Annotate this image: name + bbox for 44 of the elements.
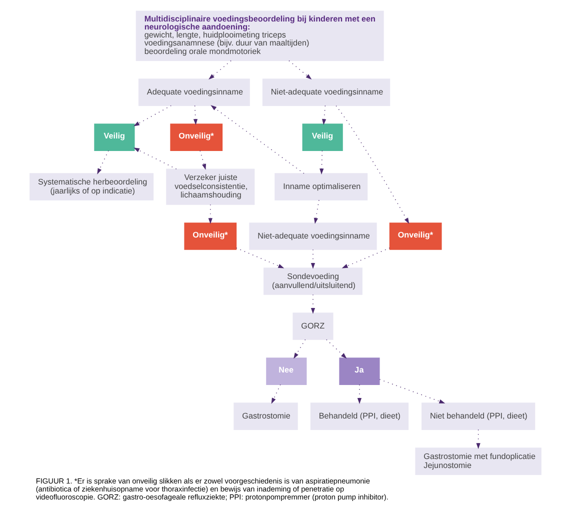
node-box: Gastrostomie <box>234 402 298 430</box>
node-box: Niet-adequate voedingsinname <box>262 78 390 106</box>
arrow <box>97 150 109 174</box>
node-box: Onveilig* <box>184 222 237 250</box>
arrow <box>294 339 306 359</box>
arrow <box>193 105 198 125</box>
arrow <box>271 384 281 404</box>
arrow <box>314 200 320 224</box>
arrow <box>326 339 347 359</box>
arrow <box>342 248 390 268</box>
node-box: Veilig <box>94 124 135 151</box>
arrow <box>208 60 232 80</box>
arrow <box>208 204 212 224</box>
arrow <box>288 60 312 80</box>
arrow <box>134 105 172 126</box>
node-box: Systematische herbeoordeling (jaarlijks of op indicatie) <box>30 173 154 200</box>
node-box: Onveilig* <box>170 124 223 151</box>
node-box: GORZ <box>292 312 334 340</box>
node-box: Adequate voedingsinname <box>138 78 250 106</box>
arrow <box>200 150 206 170</box>
node-box: Gastrostomie met fundoplicatie Jejunostomie <box>415 448 542 475</box>
arrow <box>310 294 316 314</box>
arrow <box>210 105 304 174</box>
arrow <box>476 429 480 449</box>
node-box: Onveilig* <box>389 222 442 250</box>
node-box: Inname optimaliseren <box>274 173 368 200</box>
caption: FIGUUR 1. *Er is sprake van onveilig slikken als er zowel voorgeschiedenis is van aspiratiepneumonie (antibiotica of ziekenhuisopname voor thoraxinfectie) en bewijs van inademing of penetratie op videofluoroscopie. GORZ: gastro-oesofageale refluxziekte; PPI: protonpompremmer (proton pump inhibitor). <box>36 476 388 502</box>
node-box: Nee <box>266 358 307 385</box>
node-box: Niet behandeld (PPI, dieet) <box>421 402 536 430</box>
node-box: Niet-adequate voedingsinname <box>249 222 377 250</box>
arrow <box>357 384 362 404</box>
node-box: Behandeld (PPI, dieet) <box>310 402 409 430</box>
arrow <box>336 105 410 224</box>
arrow <box>134 148 177 170</box>
arrow <box>379 379 446 404</box>
node-box: Multidisciplinaire voedingsbeoordeling bij kinderen met een neurologische aandoening: gewicht, lengte, huidplooimeting triceps voedingsanamnese (bijv. duur van maaltijden) beoordeling orale mondmotoriek <box>136 10 384 61</box>
node-box: Sondevoeding (aanvullend/uitsluitend) <box>264 268 362 295</box>
node-box: Ja <box>339 358 380 385</box>
node-box: Verzeker juiste voedselconsistentie, lichaamshouding <box>166 168 255 205</box>
arrow <box>320 150 324 174</box>
arrow <box>236 248 284 268</box>
node-box: Veilig <box>302 124 343 151</box>
arrow <box>322 105 326 125</box>
arrow <box>310 249 316 269</box>
